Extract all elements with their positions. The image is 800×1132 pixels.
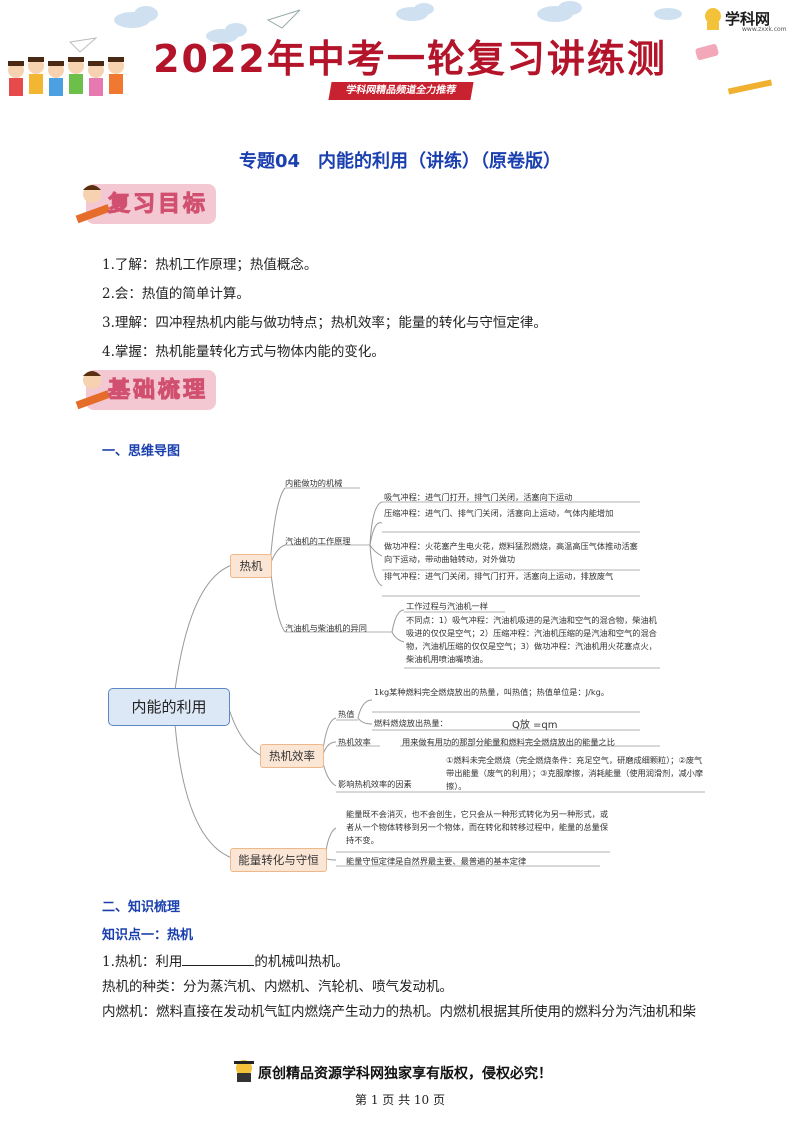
mm-gasoline-cycle: 汽油机的工作原理 <box>285 536 351 546</box>
site-logo[interactable]: 学科网 <box>725 10 771 28</box>
knowledge-heading: 二、知识梳理 <box>102 900 181 915</box>
banner-title: 2022年中考一轮复习讲练测 <box>153 37 667 81</box>
mindmap-root-node: 内能的利用 <box>108 688 230 726</box>
kp1-line2: 热机的种类：分为蒸汽机、内燃机、汽轮机、喷气发动机。 <box>102 979 453 995</box>
mm-same: 工作过程与汽油机一样 <box>406 601 488 611</box>
copyright-notice: 原创精品资源学科网独家享有版权，侵权必究！ <box>258 1066 552 1082</box>
blank-underline <box>182 953 255 966</box>
mm-calorific: 热值 <box>338 709 355 719</box>
kp1-line1-b: 的机械叫热机。 <box>254 954 349 970</box>
goal-item-1: 1.了解：热机工作原理；热值概念。 <box>102 257 318 273</box>
badge-label: 复习目标 <box>107 192 209 218</box>
mm-cons1: 能量既不会消灭，也不会创生，它只会从一种形式转化为另一种形式，或者从一个物体转移… <box>346 809 609 845</box>
kp1-line3: 内燃机：燃料直接在发动机气缸内燃烧产生动力的热机。内燃机根据其所使用的燃料分为汽… <box>102 1004 696 1020</box>
heat-engine-label: 热机 <box>239 559 263 573</box>
badge-label: 基础梳理 <box>107 378 209 404</box>
mm-exhaust: 排气冲程：进气门关闭，排气门打开，活塞向上运动，排放废气 <box>384 571 614 581</box>
mm-eff-label: 热机效率 <box>338 737 371 747</box>
goal-item-2: 2.会：热值的简单计算。 <box>102 286 250 302</box>
mm-eff-def: 用来做有用功的那部分能量和燃料完全燃烧放出的能量之比 <box>402 737 615 747</box>
root-label: 内能的利用 <box>131 698 207 716</box>
banner-decoration <box>8 1 773 96</box>
badge-background <box>86 184 216 224</box>
mascot-icon <box>234 1060 254 1082</box>
document-title: 专题04 内能的利用（讲练）（原卷版） <box>238 151 562 172</box>
mm-factors-label: 影响热机效率的因素 <box>338 779 412 789</box>
badge-background <box>86 370 216 410</box>
mm-formula: Q放 =qm <box>512 720 558 731</box>
page-number: 第 1 页 共 10 页 <box>355 1093 445 1107</box>
mm-heat-released: 燃料燃烧放出热量： <box>374 718 448 728</box>
knowledge-point-1: 知识点一：热机 <box>102 928 194 943</box>
goal-item-3: 3.理解：四冲程热机内能与做功特点；热机效率；能量的转化与守恒定律。 <box>102 315 547 331</box>
mindmap-heading: 一、思维导图 <box>102 444 181 459</box>
site-url: www.zxxk.com <box>742 26 787 33</box>
mm-cons2: 能量守恒定律是自然界最主要、最普遍的基本定律 <box>346 856 527 866</box>
mm-factors: ①燃料未完全燃烧（完全燃烧条件：充足空气，研磨成细颗粒）；②废气带出能量（废气的… <box>446 755 704 791</box>
goal-item-4: 4.掌握：热机能量转化方式与物体内能的变化。 <box>102 344 385 360</box>
girl-pencil-icon <box>75 185 111 224</box>
node-conservation: 能量转化与守恒 <box>230 848 327 872</box>
node-efficiency: 热机效率 <box>260 744 324 768</box>
kp1-line1-a: 1.热机：利用 <box>102 954 183 970</box>
conservation-label: 能量转化与守恒 <box>238 853 319 867</box>
mm-calorific-def: 1kg某种燃料完全燃烧放出的热量，叫热值；热值单位是：J/kg。 <box>374 687 609 697</box>
section-badge-review-goals: 复习目标 <box>72 180 216 226</box>
mm-compare: 汽油机与柴油机的异同 <box>285 623 367 633</box>
header-banner: 2022年中考一轮复习讲练测 学科网精品频道全力推荐 学科网 www.zxxk.… <box>0 0 800 110</box>
mm-power: 做功冲程：火花塞产生电火花，燃料猛烈燃烧，高温高压气体推动活塞向下运动，带动曲轴… <box>384 541 638 564</box>
mm-intake: 吸气冲程：进气门打开，排气门关闭，活塞向下运动 <box>384 492 573 502</box>
mm-workdone: 内能做功的机械 <box>285 478 343 488</box>
efficiency-label: 热机效率 <box>269 749 315 763</box>
node-heat-engine: 热机 <box>230 554 272 578</box>
girl-pencil-icon <box>75 371 111 410</box>
section-badge-basics: 基础梳理 <box>72 366 216 412</box>
mm-compress: 压缩冲程：进气门、排气门关闭，活塞向上运动，气体内能增加 <box>384 508 614 518</box>
mm-diff: 不同点：1）吸气冲程：汽油机吸进的是汽油和空气的混合物，柴油机吸进的仅仅是空气；… <box>406 615 657 664</box>
kp1-line1: 1.热机：利用 的机械叫热机。 <box>102 950 349 970</box>
